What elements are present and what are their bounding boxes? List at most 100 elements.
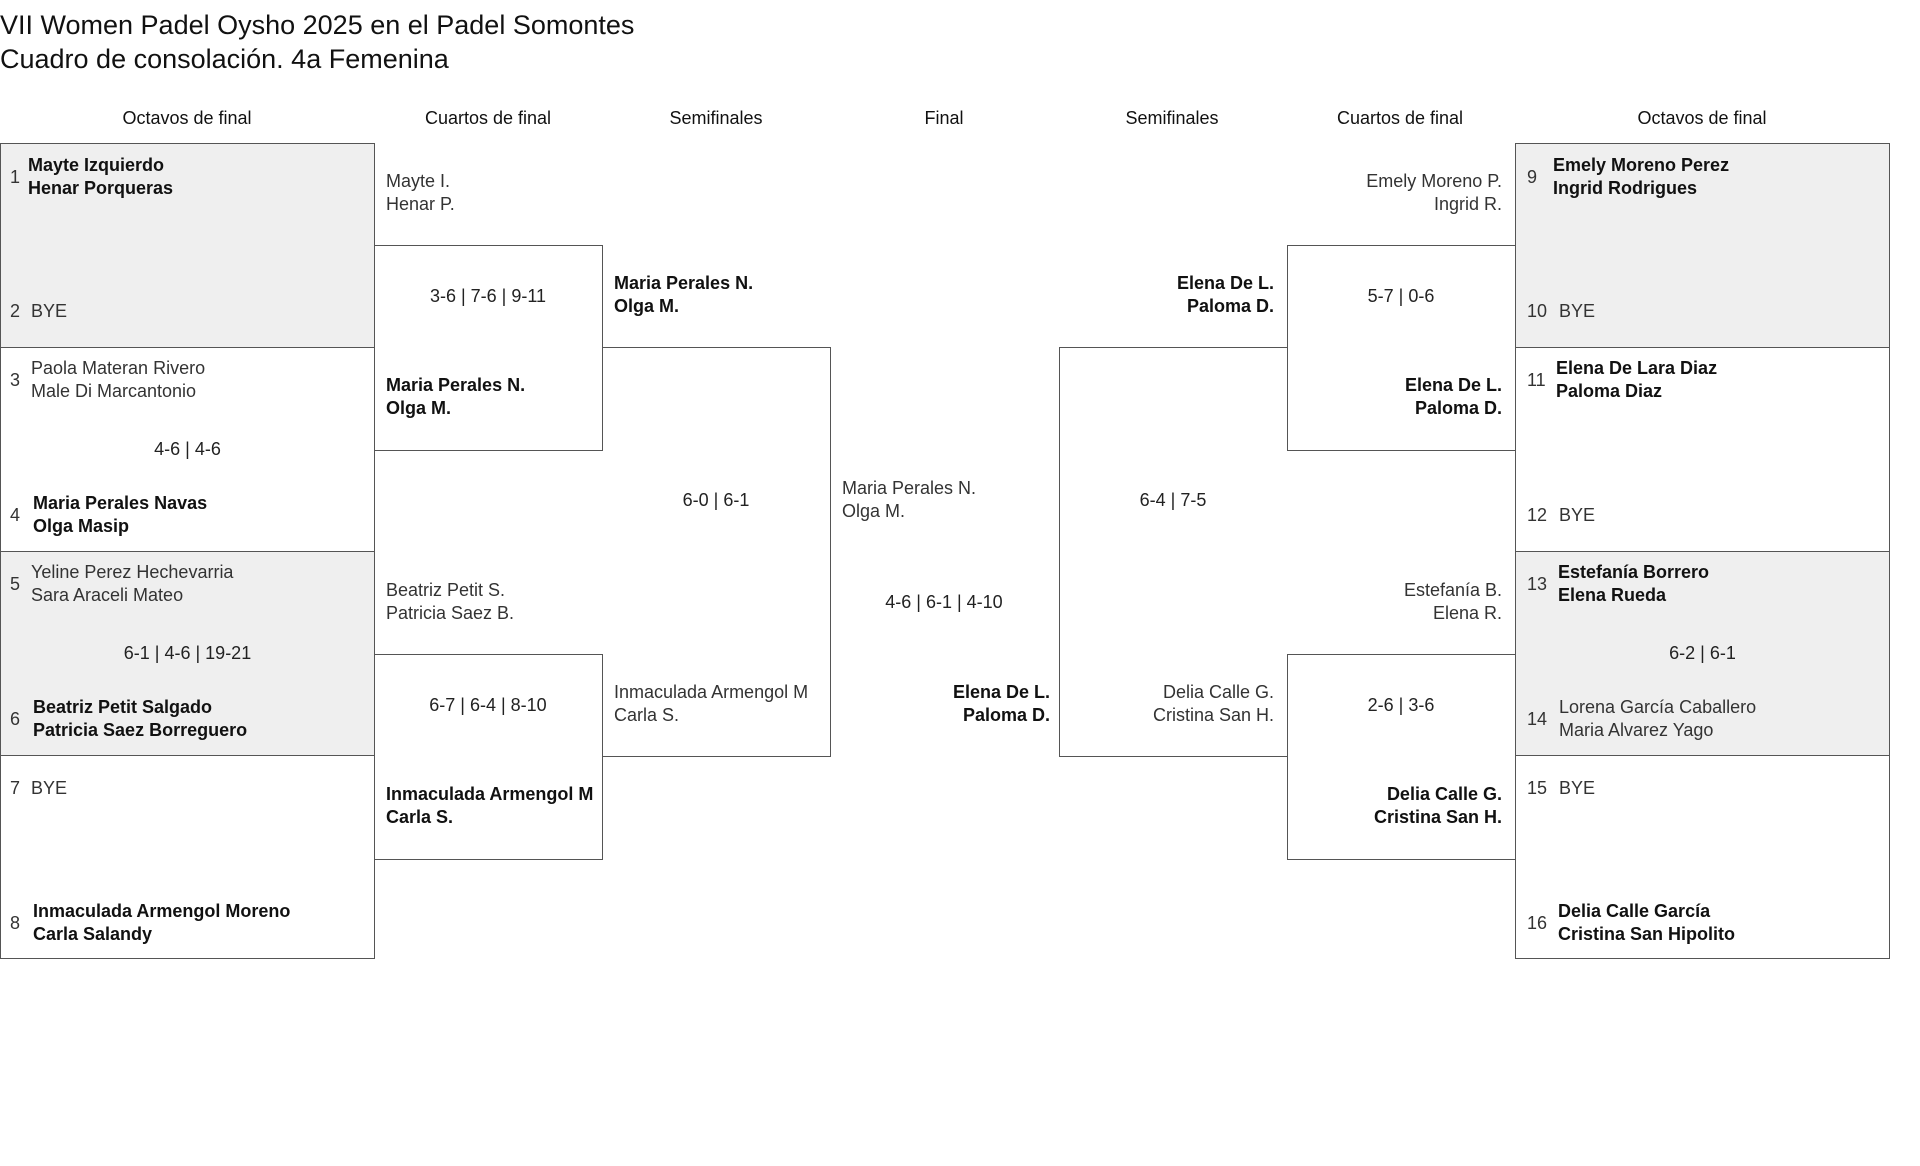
header-left-sf: Semifinales xyxy=(669,108,763,128)
match-box-r16-l4 xyxy=(0,755,375,959)
player-name: Elena De L. xyxy=(1176,273,1274,293)
player-name: Paloma Diaz xyxy=(1556,381,1663,401)
player-name: Delia Calle G. xyxy=(1162,682,1274,702)
player-name: Henar Porqueras xyxy=(28,178,174,198)
match-score: 2-6 | 3-6 xyxy=(1367,695,1435,715)
player-name: Estefanía B. xyxy=(1403,580,1502,600)
header-left-qf: Cuartos de final xyxy=(424,108,552,128)
team-entry: Inmaculada Armengol Moreno Carla Salandy xyxy=(33,900,290,946)
player-name: Emely Moreno P. xyxy=(1366,171,1502,191)
match-score: 6-0 | 6-1 xyxy=(682,490,750,510)
team-entry: Delia Calle G. Cristina San H. xyxy=(1300,783,1502,829)
player-name: Patricia Saez B. xyxy=(386,603,515,623)
team-entry: Maria Perales N. Olga M. xyxy=(386,374,525,420)
seed-number: 1 xyxy=(10,167,21,187)
match-score: 6-1 | 4-6 | 19-21 xyxy=(123,643,252,663)
match-box-sf-left xyxy=(602,347,831,757)
player-name: Maria Perales N. xyxy=(842,478,977,498)
final-team-a: Maria Perales N. Olga M. xyxy=(842,477,976,523)
player-name: Cristina San Hipolito xyxy=(1558,924,1736,944)
player-name: Elena De L. xyxy=(952,682,1050,702)
team-entry: Elena De L. Paloma D. xyxy=(1300,374,1502,420)
player-name: Olga M. xyxy=(386,398,452,418)
player-name: BYE xyxy=(1559,505,1596,525)
player-name: Henar P. xyxy=(386,194,455,214)
player-name: Elena De Lara Diaz xyxy=(1556,358,1718,378)
player-name: Maria Perales Navas xyxy=(33,493,208,513)
match-score: 6-2 | 6-1 xyxy=(1669,643,1736,663)
seed-number: 4 xyxy=(10,505,21,525)
seed-number: 13 xyxy=(1527,574,1548,594)
seed-number: 12 xyxy=(1527,505,1548,525)
player-name: Delia Calle G. xyxy=(1386,784,1502,804)
seed-number: 8 xyxy=(10,913,21,933)
team-entry: Inmaculada Armengol M Carla S. xyxy=(386,783,600,829)
player-name: Ingrid R. xyxy=(1433,194,1502,214)
player-name: Inmaculada Armengol M xyxy=(386,784,594,804)
team-entry: Lorena García Caballero Maria Alvarez Ya… xyxy=(1559,696,1756,742)
seed-number: 11 xyxy=(1527,370,1546,390)
match-box-r16-r3 xyxy=(1515,551,1890,756)
match-box-r16-l1 xyxy=(0,143,375,348)
seed-number: 15 xyxy=(1527,778,1548,798)
seed-number: 3 xyxy=(10,370,21,390)
team-entry: Emely Moreno Perez Ingrid Rodrigues xyxy=(1553,154,1729,200)
team-entry: Mayte Izquierdo Henar Porqueras xyxy=(28,154,173,200)
header-left-r16: Octavos de final xyxy=(122,108,252,128)
team-entry: Elena De Lara Diaz Paloma Diaz xyxy=(1556,357,1717,403)
player-name: Estefanía Borrero xyxy=(1558,562,1710,582)
player-name: Maria Perales N. xyxy=(614,273,754,293)
player-name: Mayte Izquierdo xyxy=(28,155,165,175)
seed-number: 5 xyxy=(10,574,21,594)
player-name: BYE xyxy=(31,301,68,321)
match-score: 3-6 | 7-6 | 9-11 xyxy=(429,286,547,306)
player-name: Carla S. xyxy=(386,807,454,827)
team-entry: BYE xyxy=(31,300,67,323)
player-name: Olga M. xyxy=(842,501,906,521)
player-name: Mayte I. xyxy=(386,171,451,191)
player-name: Cristina San H. xyxy=(1152,705,1274,725)
seed-number: 14 xyxy=(1527,709,1548,729)
header-right-sf: Semifinales xyxy=(1125,108,1219,128)
match-box-r16-r4 xyxy=(1515,755,1890,959)
match-box-qf-l2 xyxy=(374,654,603,860)
seed-number: 9 xyxy=(1527,167,1538,187)
player-name: Emely Moreno Perez xyxy=(1553,155,1730,175)
player-name: Patricia Saez Borreguero xyxy=(33,720,248,740)
player-name: Carla S. xyxy=(614,705,680,725)
team-entry: BYE xyxy=(1559,777,1595,800)
player-name: Paloma D. xyxy=(1186,296,1274,316)
team-entry: Maria Perales N. Olga M. xyxy=(614,272,753,318)
match-score: 6-4 | 7-5 xyxy=(1139,490,1207,510)
team-entry: Beatriz Petit Salgado Patricia Saez Borr… xyxy=(33,696,247,742)
player-name: Elena R. xyxy=(1432,603,1502,623)
player-name: Carla Salandy xyxy=(33,924,153,944)
match-box-sf-right xyxy=(1059,347,1288,757)
team-entry: Estefanía B. Elena R. xyxy=(1300,579,1502,625)
match-score: 6-7 | 6-4 | 8-10 xyxy=(429,695,547,715)
player-name: Maria Perales N. xyxy=(386,375,526,395)
final-score: 4-6 | 6-1 | 4-10 xyxy=(885,592,1003,612)
team-entry: Paola Materan Rivero Male Di Marcantonio xyxy=(31,357,205,403)
match-box-r16-r1 xyxy=(1515,143,1890,348)
team-entry: BYE xyxy=(1559,504,1595,527)
player-name: Yeline Perez Hechevarria xyxy=(31,562,234,582)
team-entry: BYE xyxy=(31,777,67,800)
seed-number: 10 xyxy=(1527,301,1548,321)
seed-number: 2 xyxy=(10,301,21,321)
team-entry: Elena De L. Paloma D. xyxy=(1072,272,1274,318)
player-name: Delia Calle García xyxy=(1558,901,1711,921)
player-name: Lorena García Caballero xyxy=(1559,697,1757,717)
player-name: Elena De L. xyxy=(1404,375,1502,395)
player-name: Paola Materan Rivero xyxy=(31,358,206,378)
player-name: Olga M. xyxy=(614,296,680,316)
player-name: BYE xyxy=(1559,301,1596,321)
player-name: Cristina San H. xyxy=(1373,807,1502,827)
player-name: Paloma D. xyxy=(1414,398,1502,418)
team-entry: Beatriz Petit S. Patricia Saez B. xyxy=(386,579,514,625)
header-right-r16: Octavos de final xyxy=(1637,108,1767,128)
team-entry: Inmaculada Armengol M Carla S. xyxy=(614,681,828,727)
tournament-title: VII Women Padel Oysho 2025 en el Padel S… xyxy=(0,10,635,40)
page-title: VII Women Padel Oysho 2025 en el Padel S… xyxy=(0,8,634,76)
team-entry: Yeline Perez Hechevarria Sara Araceli Ma… xyxy=(31,561,233,607)
